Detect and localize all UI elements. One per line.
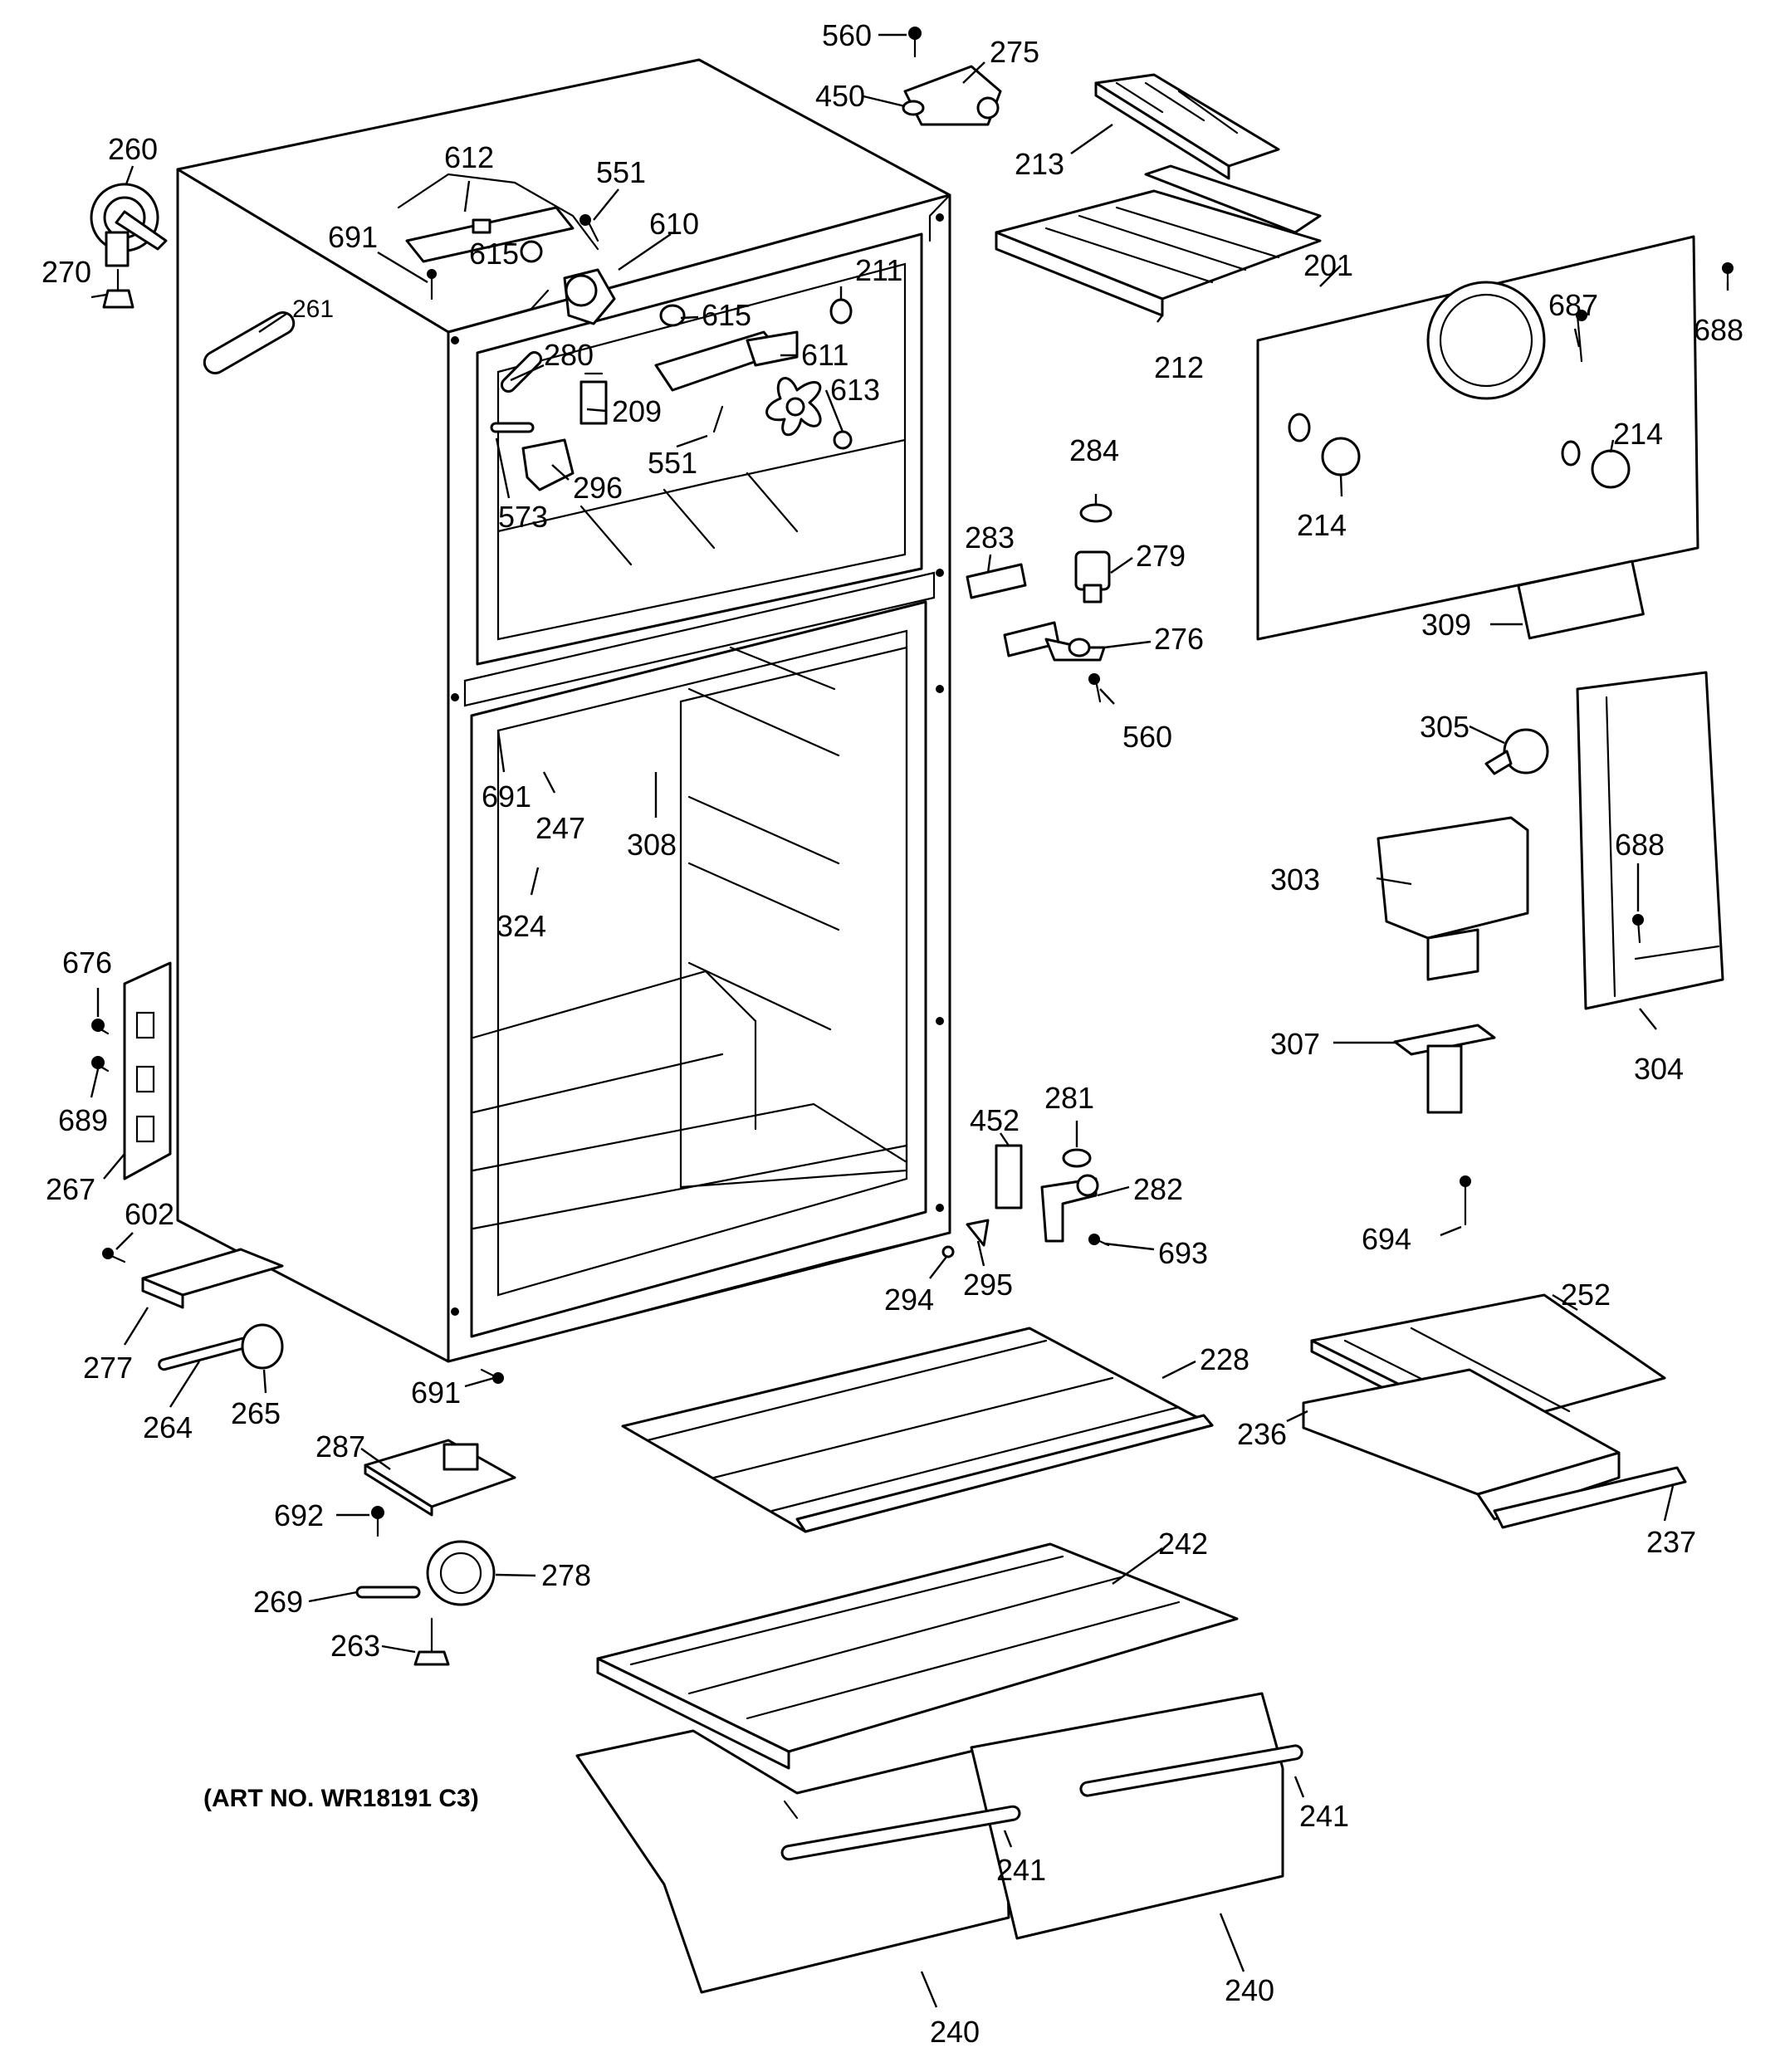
callout-611: 611 bbox=[801, 338, 848, 372]
callout-551-bottom: 551 bbox=[648, 446, 697, 480]
art-number-caption: (ART NO. WR18191 C3) bbox=[203, 1785, 479, 1812]
callout-615-right: 615 bbox=[702, 298, 751, 332]
callout-283: 283 bbox=[965, 520, 1015, 555]
callout-303: 303 bbox=[1270, 863, 1320, 897]
callout-560-top: 560 bbox=[822, 18, 872, 52]
callout-270: 270 bbox=[42, 255, 91, 289]
callout-602: 602 bbox=[125, 1197, 174, 1231]
water-valve bbox=[90, 183, 168, 309]
callout-281: 281 bbox=[1044, 1081, 1094, 1115]
ice-tray bbox=[1094, 73, 1280, 180]
callout-309: 309 bbox=[1421, 608, 1471, 642]
callout-276: 276 bbox=[1154, 622, 1204, 656]
callout-560-bottom: 560 bbox=[1122, 720, 1172, 754]
leveling-parts bbox=[355, 1439, 516, 1666]
callout-277: 277 bbox=[83, 1351, 133, 1385]
callout-279: 279 bbox=[1136, 539, 1186, 573]
callout-688-bottom: 688 bbox=[1615, 828, 1665, 862]
callout-209: 209 bbox=[612, 394, 662, 428]
callout-237: 237 bbox=[1646, 1525, 1696, 1559]
callout-240-right: 240 bbox=[1225, 1973, 1274, 2007]
callout-691-bottom: 691 bbox=[411, 1376, 461, 1410]
callout-212: 212 bbox=[1154, 350, 1204, 384]
callout-213: 213 bbox=[1015, 147, 1064, 181]
callout-687: 687 bbox=[1548, 288, 1598, 322]
crisper-drawers bbox=[575, 1692, 1303, 1994]
callout-613: 613 bbox=[830, 373, 880, 407]
callout-294: 294 bbox=[884, 1283, 934, 1317]
callout-214-right: 214 bbox=[1613, 417, 1663, 451]
callout-295: 295 bbox=[963, 1268, 1013, 1302]
callout-612: 612 bbox=[444, 140, 494, 174]
callout-284: 284 bbox=[1069, 433, 1119, 467]
callout-287: 287 bbox=[315, 1429, 365, 1464]
callout-450: 450 bbox=[815, 79, 865, 113]
callout-240-left: 240 bbox=[930, 2015, 980, 2049]
callout-688-top: 688 bbox=[1694, 313, 1743, 347]
control-housing bbox=[1377, 671, 1724, 1114]
callout-228: 228 bbox=[1200, 1342, 1249, 1376]
callout-242: 242 bbox=[1158, 1527, 1208, 1561]
callout-269: 269 bbox=[253, 1585, 303, 1619]
callout-214-left: 214 bbox=[1297, 508, 1347, 542]
callout-252: 252 bbox=[1561, 1278, 1611, 1312]
roller-assembly bbox=[141, 1248, 504, 1384]
callout-304: 304 bbox=[1634, 1052, 1684, 1086]
callout-275: 275 bbox=[990, 35, 1039, 69]
callout-241-left: 241 bbox=[996, 1853, 1046, 1887]
callout-324: 324 bbox=[496, 909, 546, 943]
evaporator-cover bbox=[1256, 235, 1734, 641]
callout-241-right: 241 bbox=[1299, 1799, 1349, 1833]
callout-307: 307 bbox=[1270, 1027, 1320, 1061]
center-hinge bbox=[966, 503, 1112, 703]
wire-shelf bbox=[621, 1327, 1214, 1533]
callout-308: 308 bbox=[627, 828, 677, 862]
callout-296: 296 bbox=[573, 471, 623, 505]
top-hinge-assembly bbox=[902, 27, 1002, 126]
callout-labels: 560 275 450 213 260 612 551 610 691 615 … bbox=[42, 18, 1743, 2049]
callout-261: 261 bbox=[292, 296, 334, 323]
refrigerator-cabinet bbox=[176, 58, 951, 1363]
leader-lines bbox=[90, 33, 1729, 2008]
ice-tray-shelf bbox=[995, 164, 1322, 317]
callout-305: 305 bbox=[1420, 710, 1469, 744]
callout-693: 693 bbox=[1158, 1236, 1208, 1270]
callout-280: 280 bbox=[544, 338, 594, 372]
callout-692: 692 bbox=[274, 1498, 324, 1532]
hinge-bracket-side bbox=[91, 961, 172, 1263]
callout-267: 267 bbox=[46, 1172, 95, 1206]
callout-265: 265 bbox=[231, 1396, 281, 1430]
callout-551-top: 551 bbox=[596, 155, 646, 189]
freezer-control-assembly bbox=[397, 173, 616, 325]
thermostat-parts bbox=[490, 350, 608, 491]
callout-263: 263 bbox=[330, 1629, 380, 1663]
callout-282: 282 bbox=[1133, 1172, 1183, 1206]
callout-264: 264 bbox=[143, 1410, 193, 1444]
callout-201: 201 bbox=[1303, 248, 1353, 282]
callout-691-top: 691 bbox=[328, 220, 378, 254]
callout-615-left: 615 bbox=[469, 237, 519, 271]
callout-694: 694 bbox=[1362, 1222, 1411, 1256]
drain-tube bbox=[203, 311, 296, 374]
callout-676: 676 bbox=[62, 946, 112, 980]
callout-610: 610 bbox=[649, 207, 699, 241]
callout-236: 236 bbox=[1237, 1417, 1287, 1451]
callout-211: 211 bbox=[855, 253, 902, 287]
callout-260: 260 bbox=[108, 132, 158, 166]
callout-691-mid: 691 bbox=[482, 779, 531, 814]
callout-247: 247 bbox=[535, 811, 585, 845]
crisper-cover bbox=[596, 1542, 1239, 1770]
callout-573: 573 bbox=[498, 500, 548, 534]
meat-pan-assembly bbox=[1302, 1293, 1687, 1529]
callout-452: 452 bbox=[970, 1103, 1020, 1137]
callout-278: 278 bbox=[541, 1558, 591, 1592]
callout-689: 689 bbox=[58, 1103, 108, 1137]
